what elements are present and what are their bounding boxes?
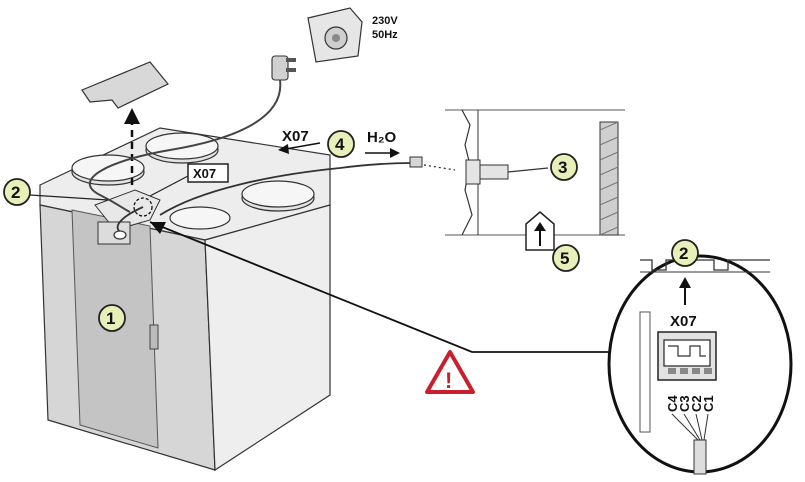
cable-x07-label: X07 — [282, 128, 309, 145]
pin-c3: C3 — [677, 395, 692, 412]
connector-tag-label: X07 — [193, 166, 216, 181]
connector-inset: 2 X07 C4 C3 C2 C1 — [607, 239, 793, 475]
connector-highlight — [133, 197, 153, 217]
drain-wall-section — [445, 109, 625, 236]
sensor-cable-unit — [116, 206, 144, 233]
svg-text:2: 2 — [11, 183, 20, 202]
svg-text:1: 1 — [106, 309, 115, 328]
pin-c4: C4 — [665, 395, 680, 412]
svg-text:5: 5 — [560, 249, 569, 268]
inset-leader — [149, 221, 612, 353]
frequency-label: 50Hz — [372, 29, 398, 41]
svg-text:3: 3 — [558, 158, 567, 177]
power-plug — [271, 55, 296, 81]
wall-socket — [307, 7, 363, 63]
callout-5: 5 — [552, 244, 580, 272]
pin-c2: C2 — [689, 395, 704, 412]
connector-x07-tag: X07 — [149, 163, 229, 197]
callout-1: 1 — [98, 304, 126, 332]
callout-2-inset: 2 — [679, 244, 688, 263]
inset-x07-label: X07 — [670, 313, 697, 330]
voltage-label: 230V — [372, 15, 398, 27]
svg-text:!: ! — [445, 368, 452, 393]
up-arrow-box — [525, 211, 555, 251]
sensor-cable — [159, 162, 413, 216]
ventilation-unit — [39, 127, 331, 472]
pin-c1: C1 — [701, 395, 716, 412]
cover-lid — [81, 61, 169, 109]
power-cable — [88, 79, 282, 213]
water-label: H₂O — [367, 129, 396, 146]
warning-icon: ! — [425, 350, 475, 394]
callout-2: 2 — [3, 178, 109, 206]
callout-4: 4 — [327, 130, 355, 158]
svg-text:4: 4 — [335, 135, 345, 154]
callout-3: 3 — [550, 153, 578, 181]
